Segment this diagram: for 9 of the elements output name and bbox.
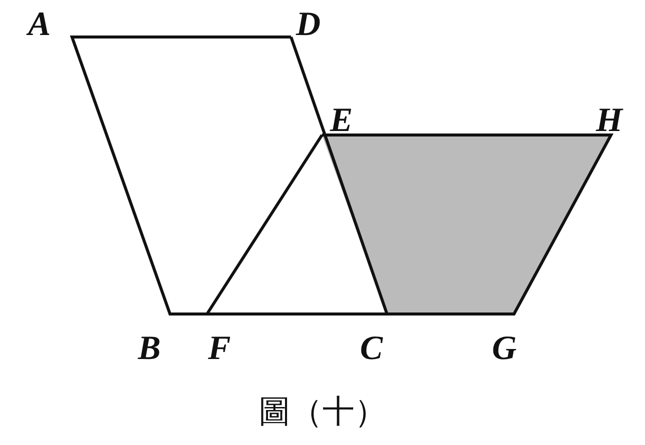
- point-label: B: [138, 332, 161, 366]
- point-label: H: [596, 104, 622, 138]
- point-label: C: [360, 332, 383, 366]
- point-label: E: [330, 104, 353, 138]
- point-label: D: [296, 8, 321, 42]
- point-label: A: [28, 8, 51, 42]
- figure-caption: 圖（十）: [258, 392, 388, 430]
- point-label: G: [492, 332, 517, 366]
- point-label: F: [208, 332, 231, 366]
